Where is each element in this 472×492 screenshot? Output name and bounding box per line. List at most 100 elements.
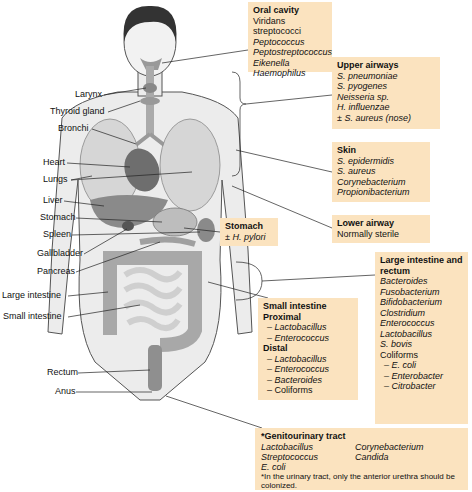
leader-line (76, 242, 160, 272)
leader-line (162, 50, 248, 63)
flora-box: Upper airwaysS. pneumoniaeS. pyogenesNei… (332, 57, 440, 129)
organism-name: Candida (355, 452, 455, 463)
leader-lines (64, 50, 375, 428)
leader-line (76, 218, 162, 222)
organism-name: – E. coli (380, 360, 463, 371)
organ-label: Pancreas (37, 266, 75, 277)
leader-line (68, 305, 140, 317)
leader-line (78, 370, 150, 373)
organ-label: Spleen (43, 229, 71, 240)
box-heading: Upper airways (337, 60, 435, 71)
footnote: *In the urinary tract, only the anterior… (261, 472, 461, 490)
organ-label: Heart (43, 157, 65, 168)
organism-name: Bifidobacterium (380, 297, 463, 308)
box-heading: Stomach (225, 221, 273, 232)
flora-box: Large intestine and rectumBacteroidesFus… (375, 252, 468, 424)
organism-name: Corynebacterium (337, 177, 425, 188)
organism-name: – Coliforms (263, 385, 353, 396)
organism-name: Clostridium (380, 308, 463, 319)
organism-name: – Bacteroides (263, 375, 353, 386)
leader-line (236, 150, 332, 172)
organ-label: Thyroid gland (50, 106, 105, 117)
gallbladder (122, 221, 134, 231)
organism-name: S. pyogenes (337, 81, 435, 92)
bracket (236, 262, 262, 300)
organism-name: Coliforms (380, 350, 463, 361)
organism-name: – Lactobacillus (263, 322, 353, 333)
leader-line (246, 95, 332, 104)
organism-name: ± S. aureus (nose) (337, 113, 435, 124)
leader-line (104, 88, 146, 95)
organism-name: Peptostreptococcus (253, 47, 327, 58)
leader-line (68, 292, 108, 296)
organism-name: S. epidermidis (337, 156, 425, 167)
organ-label: Lungs (43, 174, 68, 185)
organ-label: Stomach (40, 212, 76, 223)
box-heading: Large intestine and rectum (380, 255, 463, 276)
organ-label: Larynx (75, 89, 102, 100)
organism-name: Enterococcus (380, 318, 463, 329)
flora-box: Lower airwayNormally sterile (332, 215, 430, 243)
organism-name: ± H. pylori (225, 232, 273, 243)
organism-name: Fusobacterium (380, 287, 463, 298)
organism-name: – Citrobacter (380, 381, 463, 392)
organism-name: Neisseria sp. (337, 92, 435, 103)
thyroid (140, 97, 160, 105)
leader-line (166, 396, 262, 428)
organ-label: Rectum (47, 367, 78, 378)
organism-name: H. influenzae (337, 102, 435, 113)
organism-name: Viridans streptococci (253, 16, 327, 37)
organism-name: Bacteroides (380, 276, 463, 287)
flora-box: Stomach± H. pylori (220, 218, 278, 246)
flora-box: SkinS. epidermidisS. aureusCorynebacteri… (332, 142, 430, 202)
organism-name: S. pneumoniae (337, 71, 435, 82)
box-heading: Distal (263, 343, 353, 354)
box-heading: Small intestine (263, 301, 353, 312)
organ-label: Small intestine (3, 311, 62, 322)
flora-box: Small intestineProximal– Lactobacillus– … (258, 298, 358, 400)
organism-name: Eikenella (253, 58, 327, 69)
large-intestine (110, 258, 195, 345)
box-heading: Skin (337, 145, 425, 156)
leader-line (262, 275, 375, 281)
organism-name: Normally sterile (337, 229, 425, 240)
box-heading: Lower airway (337, 218, 425, 229)
leader-line (67, 163, 130, 167)
flora-box: *Genitourinary tractLactobacillusStrepto… (255, 428, 468, 490)
pancreas (140, 239, 195, 244)
organism-name: Peptococcus (253, 37, 327, 48)
organism-name: E. coli (261, 462, 351, 473)
hair (124, 6, 177, 42)
organism-name: – Enterobacter (380, 371, 463, 382)
leader-line (92, 129, 136, 144)
leader-line (108, 101, 140, 112)
leader-line (208, 282, 268, 298)
organ-label: Liver (43, 195, 63, 206)
organism-name: – Enterococcus (263, 333, 353, 344)
organ-label: Large intestine (2, 290, 61, 301)
leader-line (71, 172, 192, 180)
box-heading: *Genitourinary tract (261, 431, 461, 442)
organ-label: Bronchi (58, 123, 89, 134)
organism-name: Lactobacillus (380, 329, 463, 340)
heart (119, 144, 166, 197)
organism-name: S. aureus (337, 166, 425, 177)
organism-name: S. bovis (380, 339, 463, 350)
rectum (148, 345, 162, 391)
right-lung (160, 119, 220, 211)
organ-label: Anus (55, 386, 76, 397)
organism-name: – Enterococcus (263, 364, 353, 375)
organism-name: Lactobacillus (261, 442, 351, 453)
leader-line (72, 232, 200, 235)
bracket (232, 72, 246, 176)
organ-label: Gallbladder (37, 248, 83, 259)
flora-box: Oral cavityViridans streptococciPeptococ… (248, 2, 332, 72)
leader-line (64, 201, 104, 206)
organism-name: Haemophilus (253, 68, 327, 79)
box-heading: Proximal (263, 312, 353, 323)
box-heading: Oral cavity (253, 5, 327, 16)
torso-outline (48, 92, 252, 400)
small-intestine (125, 270, 180, 328)
leader-line (184, 228, 220, 232)
